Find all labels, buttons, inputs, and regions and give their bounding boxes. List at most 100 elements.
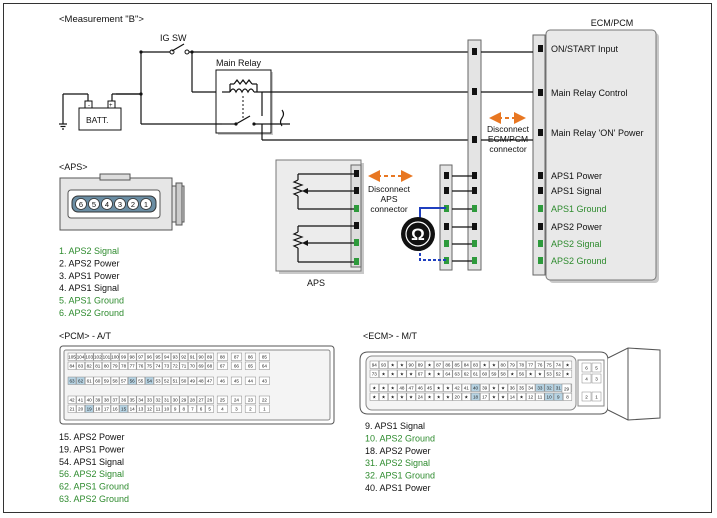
pcm-pin-number: 93 bbox=[173, 354, 179, 359]
ecm-pin-cell bbox=[406, 383, 416, 392]
pcm-pin-cell bbox=[230, 376, 242, 385]
ecm-pin-cell bbox=[443, 360, 453, 369]
ecm-side-pin-cell bbox=[591, 391, 602, 402]
pcm-pin-number: 69 bbox=[198, 363, 204, 368]
pcm-pin-cell bbox=[127, 404, 137, 413]
pcm-pin-number: 64 bbox=[262, 363, 268, 368]
legend-item: 15. APS2 Power bbox=[59, 432, 125, 442]
pcm-pin-cell bbox=[170, 361, 180, 370]
aps-connector-pin-number: 1 bbox=[144, 200, 148, 209]
pcm-pin-number: 7 bbox=[191, 406, 194, 411]
pcm-pin-number: 55 bbox=[138, 378, 144, 383]
pcm-pin-cell bbox=[93, 395, 103, 404]
pcm-pin-number: 10 bbox=[164, 406, 170, 411]
ecm-pin-cell bbox=[489, 369, 499, 378]
pcm-pin-cell bbox=[170, 404, 180, 413]
ecm-pin-cell bbox=[424, 392, 435, 401]
connector-pin bbox=[472, 48, 477, 55]
pcm-pin-cell bbox=[244, 361, 256, 370]
ecm-pin-cell bbox=[480, 369, 490, 378]
batt-label: BATT. bbox=[86, 115, 109, 125]
pcm-pin-number: 102 bbox=[94, 354, 102, 359]
aps-connector-pin bbox=[114, 198, 126, 210]
ecm-pin-number: 33 bbox=[537, 385, 543, 390]
ecm-pin-cell bbox=[388, 360, 398, 369]
ohmmeter: Ω bbox=[401, 207, 448, 261]
ecm-pin-cell bbox=[443, 392, 453, 401]
ecm-pin-cell bbox=[415, 383, 425, 392]
ecm-pin-number: ★ bbox=[381, 385, 386, 390]
pcm-pin-number: 2 bbox=[249, 406, 252, 411]
ecm-pin-number: 93 bbox=[381, 362, 387, 367]
pcm-pin-number: 40 bbox=[87, 397, 93, 402]
ecm-pin-label: APS2 Power bbox=[551, 222, 602, 232]
pcm-pin-cell bbox=[67, 361, 77, 370]
legend-item: 2. APS2 Power bbox=[59, 258, 120, 268]
ohm-icon: Ω bbox=[411, 225, 425, 244]
ecm-pin-number: 94 bbox=[372, 362, 378, 367]
aps-pin bbox=[354, 170, 359, 177]
ecm-pin-number: 46 bbox=[418, 385, 424, 390]
ecm-pin-number: 24 bbox=[418, 394, 424, 399]
pcm-pin-cell bbox=[67, 352, 77, 361]
ecm-pin-cell bbox=[452, 383, 462, 392]
ecm-pin-cell bbox=[535, 392, 545, 401]
ecm-pin-cell bbox=[562, 369, 573, 378]
pcm-pin-cell bbox=[136, 395, 146, 404]
ecm-side-pin-number: 29 bbox=[564, 387, 570, 392]
pcm-pin-cell bbox=[102, 395, 111, 404]
ecm-pin-label: APS1 Power bbox=[551, 171, 602, 181]
ecm-pin-number: 56 bbox=[519, 371, 525, 376]
disconnect-ecm-callout: Disconnect ECM/PCM connector bbox=[487, 112, 530, 154]
pcm-pin-cell bbox=[205, 361, 214, 370]
connector-pin bbox=[472, 257, 477, 264]
pcm-pin-number: 16 bbox=[112, 406, 118, 411]
pcm-pin-number: 41 bbox=[78, 397, 84, 402]
ecm-pin-number: 89 bbox=[418, 362, 424, 367]
ecm-pin-label: APS2 Ground bbox=[551, 256, 607, 266]
ecm-pin-number: 48 bbox=[399, 385, 405, 390]
pcm-pin-number: 52 bbox=[164, 378, 170, 383]
pcm-pin-cell bbox=[230, 361, 242, 370]
pcm-pin-number: 6 bbox=[200, 406, 203, 411]
ecm-connector-title: <ECM> - M/T bbox=[363, 331, 418, 341]
legend-item: 32. APS1 Ground bbox=[365, 471, 435, 481]
pcm-pin-number: 105 bbox=[68, 354, 76, 359]
ecm-pin-number: ★ bbox=[538, 371, 543, 376]
ecm-pin-cell bbox=[544, 392, 554, 401]
disconnect-aps-line3: connector bbox=[370, 204, 407, 214]
ecm-pin-cell bbox=[553, 360, 563, 369]
pcm-pin-number: 103 bbox=[85, 354, 93, 359]
ecm-pin-cell bbox=[397, 369, 407, 378]
ecm-pin-label: APS2 Signal bbox=[551, 239, 602, 249]
ecm-pin-number: 17 bbox=[482, 394, 488, 399]
ecm-pin-number: ★ bbox=[372, 394, 377, 399]
pcm-pin-number: 24 bbox=[234, 397, 240, 402]
ecm-pin-cell bbox=[388, 383, 398, 392]
ecm-pin-number: ★ bbox=[483, 362, 488, 367]
ecm-pin-number: 8 bbox=[566, 394, 569, 399]
ecm-pin-number: 64 bbox=[445, 371, 451, 376]
pcm-pin-cell bbox=[145, 404, 154, 413]
pcm-pin-cell bbox=[84, 352, 94, 361]
ecm-pin-number: 87 bbox=[436, 362, 442, 367]
aps-connector-pin-number: 3 bbox=[118, 200, 122, 209]
pcm-pin-cell bbox=[216, 361, 228, 370]
ecm-pin-number: ★ bbox=[391, 385, 396, 390]
pcm-pin-number: 87 bbox=[234, 354, 240, 359]
pcm-pin-number: 14 bbox=[130, 406, 136, 411]
pcm-pin-number: 5 bbox=[208, 406, 211, 411]
ecm-side-pin-cell bbox=[561, 383, 572, 394]
ecm-pin-number: ★ bbox=[372, 385, 377, 390]
svg-text:+: + bbox=[109, 103, 113, 109]
pcm-pin-number: 70 bbox=[190, 363, 196, 368]
ecm-pin-number: ★ bbox=[529, 371, 534, 376]
pcm-pin-cell bbox=[127, 376, 137, 385]
pcm-pin-number: 25 bbox=[220, 397, 226, 402]
aps-pin bbox=[354, 258, 359, 265]
pcm-pin-number: 11 bbox=[156, 406, 161, 411]
ecm-pin-cell bbox=[507, 383, 517, 392]
ecm-header: ECM/PCM bbox=[591, 18, 634, 28]
